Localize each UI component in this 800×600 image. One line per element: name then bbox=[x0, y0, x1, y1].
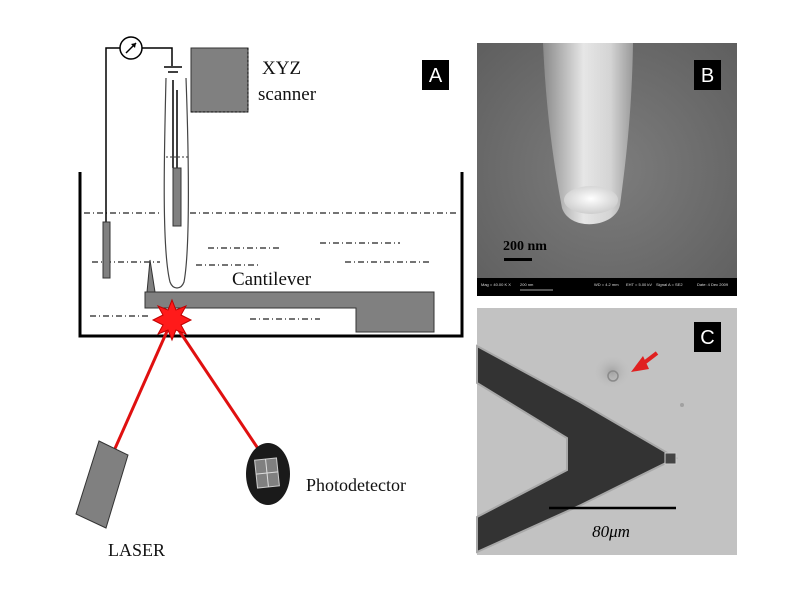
photodetector bbox=[246, 443, 290, 505]
target-spot bbox=[607, 370, 619, 382]
ammeter-icon bbox=[119, 36, 143, 60]
optical-scale-label: 80μm bbox=[592, 522, 630, 541]
panel-c-letter-box bbox=[694, 322, 721, 352]
xyz-scanner bbox=[190, 47, 249, 113]
sem-info-mag: Mag = 40.00 K X bbox=[481, 282, 511, 287]
sem-info-scale: 200 nm bbox=[520, 282, 534, 287]
sem-info-bar bbox=[477, 278, 737, 296]
scanner-label-line1: XYZ bbox=[262, 58, 301, 79]
sem-info-eht: EHT = 5.00 kV bbox=[626, 282, 652, 287]
scanner-label-line2: scanner bbox=[258, 84, 317, 105]
sem-scale-label: 200 nm bbox=[503, 239, 547, 254]
laser-beam-incident bbox=[111, 319, 174, 454]
liquid-cell bbox=[78, 172, 464, 338]
pipette-electrode bbox=[172, 167, 182, 227]
cantilever-label: Cantilever bbox=[232, 269, 312, 290]
panel-b: 200 nm B Mag = 40.00 K X 200 nm WD = 4.2… bbox=[477, 43, 737, 296]
red-arrow-icon bbox=[631, 351, 659, 372]
panel-a-letter-box bbox=[422, 60, 449, 90]
sem-info-wd: WD = 4.2 mm bbox=[594, 282, 619, 287]
cantilever-image bbox=[476, 344, 679, 554]
pipette bbox=[163, 77, 189, 289]
cantilever-tip bbox=[146, 259, 156, 293]
laser-body bbox=[75, 440, 129, 529]
panel-b-letter-box bbox=[694, 60, 721, 90]
panel-c: 80μm C bbox=[476, 308, 737, 555]
panel-a: XYZ scanner A Cantilever LASER Photodete… bbox=[75, 36, 464, 560]
panel-b-letter: B bbox=[701, 65, 714, 87]
laser-label: LASER bbox=[108, 540, 165, 560]
laser-beam-reflected bbox=[170, 319, 271, 466]
pipette-tip-image bbox=[543, 43, 633, 225]
counter-electrode bbox=[102, 221, 111, 279]
sem-info-signal: Signal A = SE2 bbox=[656, 282, 683, 287]
panel-a-letter: A bbox=[429, 65, 443, 87]
laser-spot-icon bbox=[151, 298, 193, 342]
pipette-tip-end bbox=[564, 186, 618, 214]
sem-info-date: Date: 4 Dec 2009 bbox=[697, 282, 729, 287]
sem-scale-bar bbox=[504, 258, 532, 261]
photodetector-label: Photodetector bbox=[306, 475, 406, 495]
cantilever bbox=[144, 291, 435, 333]
liquid-lines bbox=[84, 212, 458, 320]
panel-c-letter: C bbox=[700, 327, 714, 349]
circuit-wire bbox=[105, 47, 178, 222]
